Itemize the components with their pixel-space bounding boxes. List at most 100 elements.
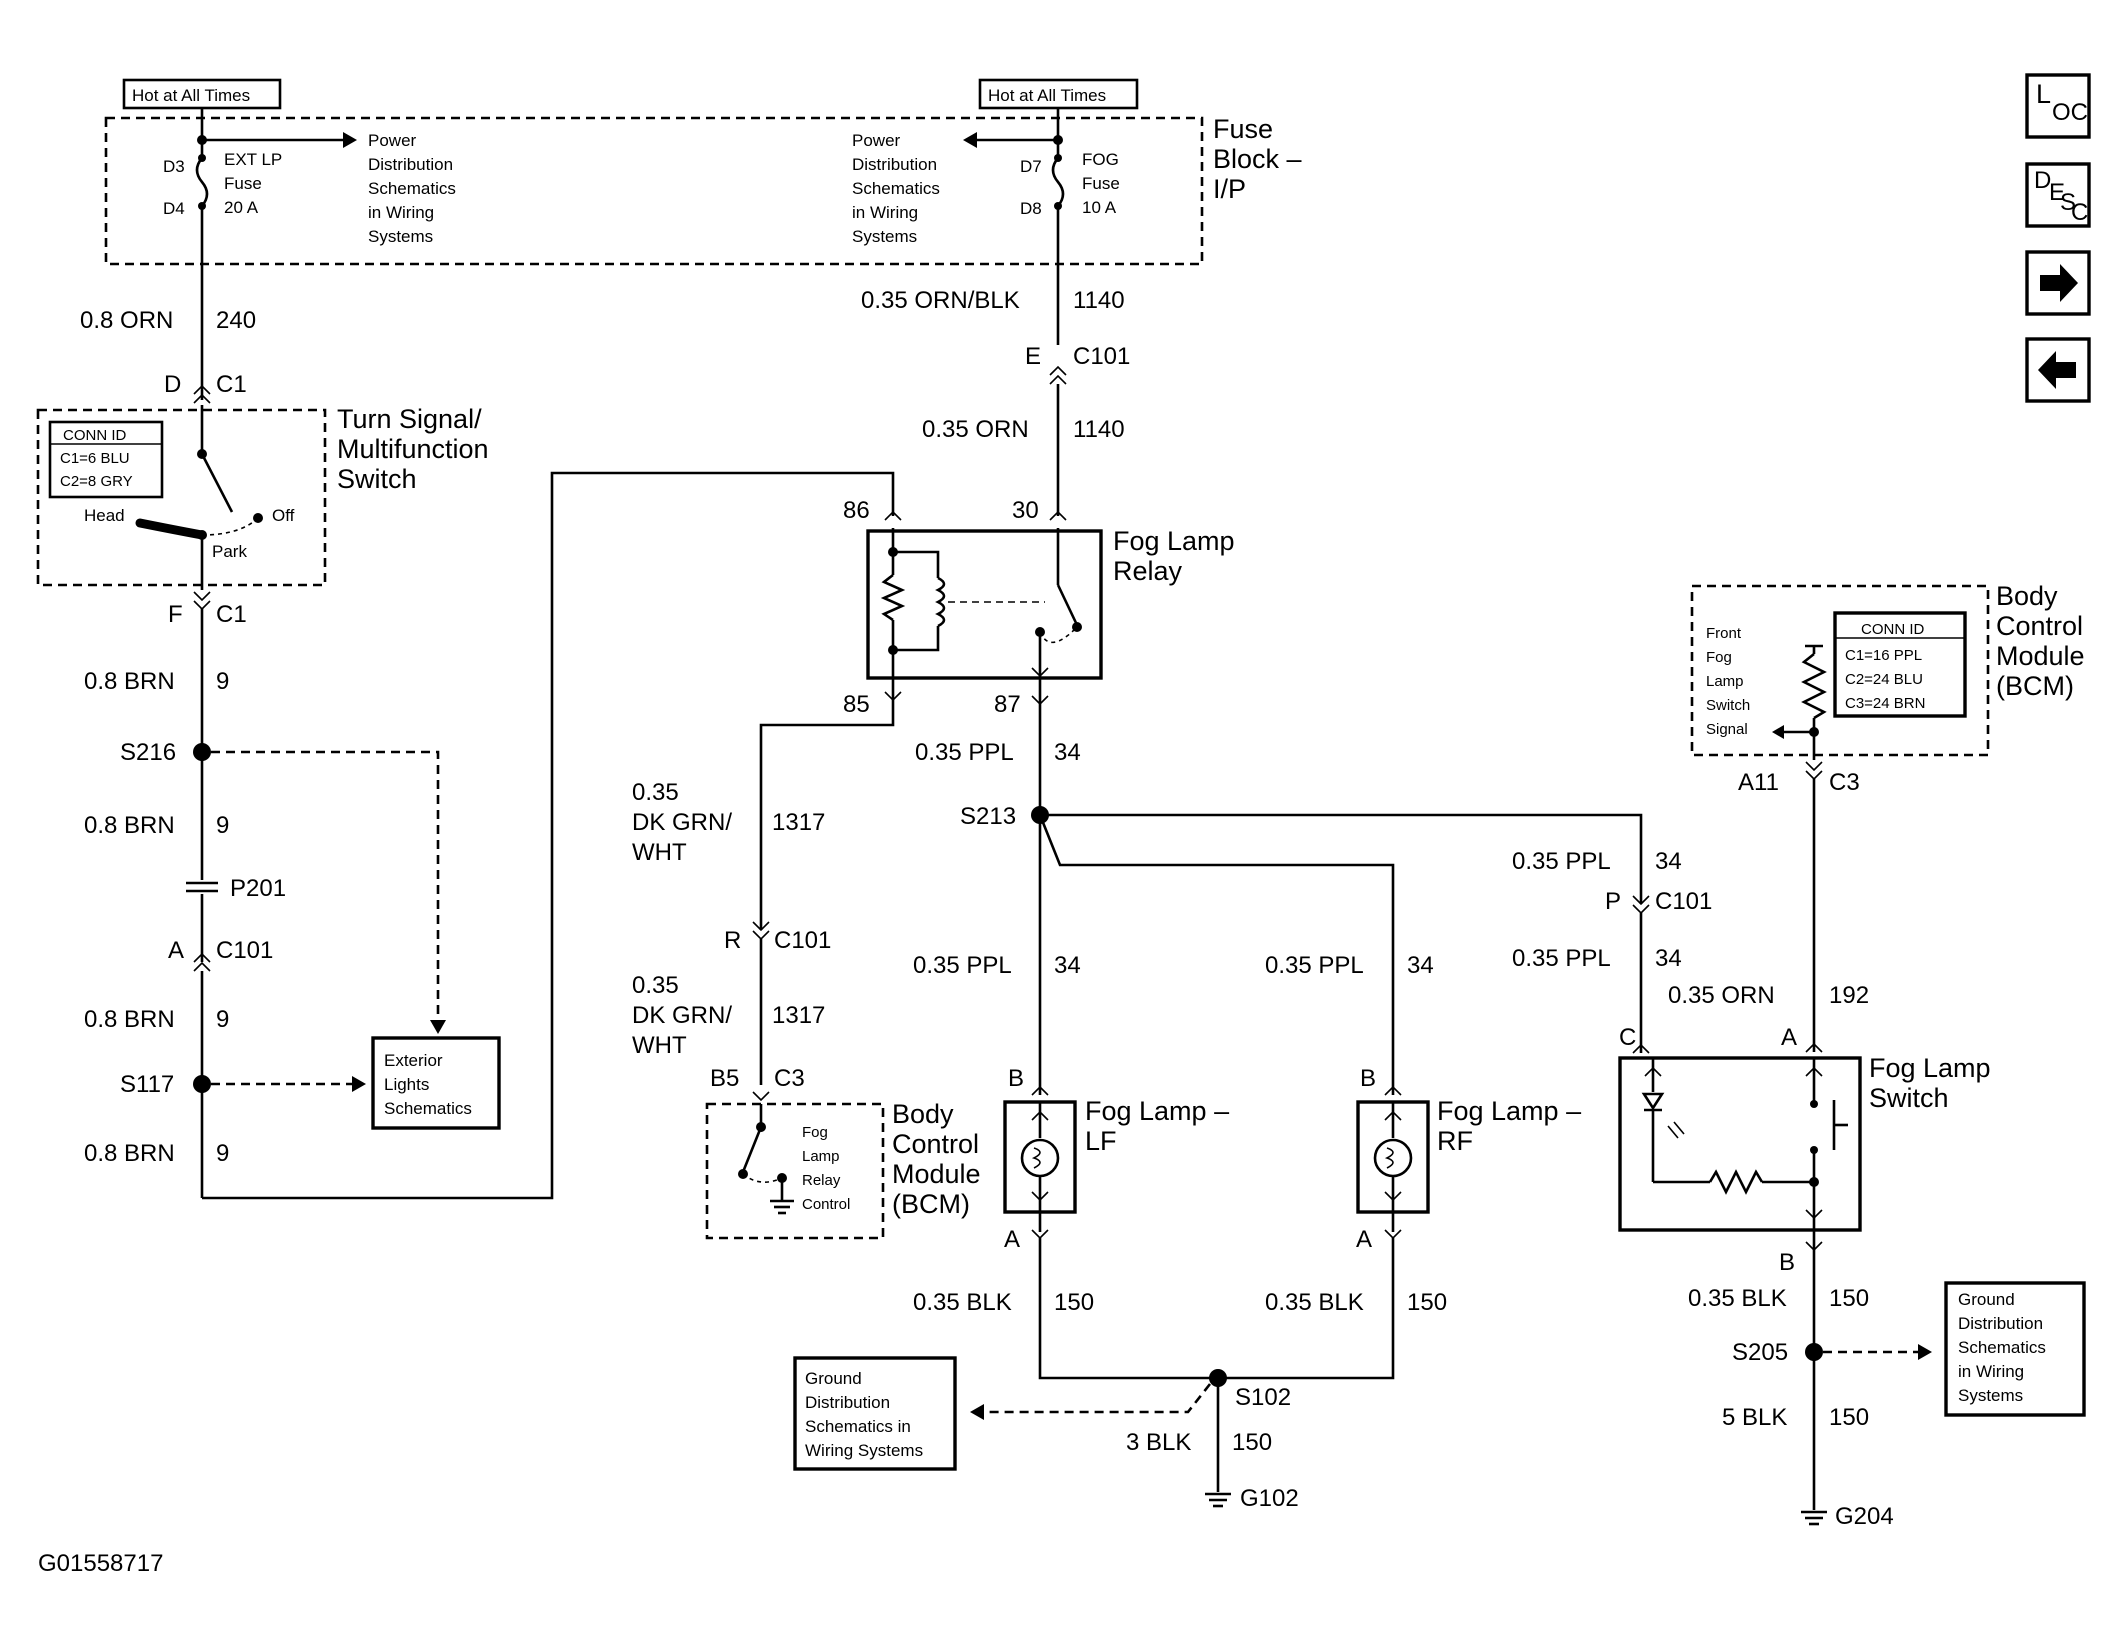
- svg-text:C: C: [1619, 1024, 1636, 1051]
- svg-text:Hot at All Times: Hot at All Times: [988, 86, 1106, 105]
- turn-signal-switch-label: Turn Signal/ Multifunction Switch: [337, 404, 489, 494]
- svg-text:240: 240: [216, 307, 256, 334]
- svg-text:C1: C1: [216, 601, 247, 628]
- svg-text:DK GRN/: DK GRN/: [632, 1002, 732, 1029]
- power-distribution-ref-right: Power Distribution Schematics in Wiring …: [852, 131, 1058, 246]
- svg-text:C1=16 PPL: C1=16 PPL: [1845, 647, 1922, 664]
- svg-text:150: 150: [1232, 1429, 1272, 1456]
- relay-pin-labels: 86 30 85 87: [843, 497, 1039, 718]
- svg-text:Schematics: Schematics: [368, 179, 456, 198]
- wire-34-to-switch: 0.35 PPL 34 0.35 PPL 34: [1040, 813, 1682, 1054]
- svg-text:C2=8 GRY: C2=8 GRY: [60, 473, 133, 490]
- next-button[interactable]: [2025, 250, 2091, 316]
- headlamp-switch-contacts: Head Park Off: [84, 405, 295, 590]
- svg-text:C101: C101: [216, 937, 273, 964]
- svg-text:0.35 PPL: 0.35 PPL: [915, 739, 1014, 766]
- svg-text:0.35 PPL: 0.35 PPL: [1512, 945, 1611, 972]
- bcm-left-outline: [705, 1102, 885, 1240]
- svg-text:D: D: [164, 371, 181, 398]
- svg-text:DK GRN/: DK GRN/: [632, 809, 732, 836]
- fog-lamp-relay-label: Fog Lamp Relay: [1113, 526, 1235, 586]
- svg-text:S213: S213: [960, 803, 1016, 830]
- svg-text:34: 34: [1655, 945, 1682, 972]
- bcm-right-label: Body Control Module (BCM): [1996, 581, 2085, 701]
- svg-text:Switch: Switch: [1869, 1083, 1949, 1113]
- wire-150-to-g102: 3 BLK 150: [1126, 1378, 1272, 1492]
- svg-text:20 A: 20 A: [224, 198, 259, 217]
- desc-e-letter: E: [2049, 179, 2065, 206]
- svg-text:Fog: Fog: [1706, 649, 1732, 666]
- loc-button[interactable]: L OC: [2025, 73, 2091, 139]
- wire-1140-lower: 0.35 ORN 1140: [922, 384, 1125, 521]
- svg-text:D3: D3: [163, 157, 185, 176]
- svg-text:P: P: [1605, 888, 1621, 915]
- svg-text:S205: S205: [1732, 1339, 1788, 1366]
- svg-text:E: E: [1025, 343, 1041, 370]
- svg-text:0.8 BRN: 0.8 BRN: [84, 668, 175, 695]
- connector-a-c101: A C101: [168, 894, 273, 972]
- svg-text:I/P: I/P: [1213, 174, 1246, 204]
- svg-text:Lamp: Lamp: [802, 1148, 840, 1165]
- splice-s213: S213: [960, 803, 1049, 830]
- svg-text:Distribution: Distribution: [1958, 1314, 2043, 1333]
- svg-text:30: 30: [1012, 497, 1039, 524]
- svg-text:Distribution: Distribution: [368, 155, 453, 174]
- prev-button[interactable]: [2025, 337, 2091, 403]
- svg-text:R: R: [724, 927, 741, 954]
- svg-text:Turn Signal/: Turn Signal/: [337, 404, 482, 434]
- svg-text:150: 150: [1829, 1285, 1869, 1312]
- svg-text:WHT: WHT: [632, 839, 687, 866]
- arrow-right-icon: [2040, 264, 2078, 302]
- svg-text:C101: C101: [1655, 888, 1712, 915]
- svg-text:0.8 ORN: 0.8 ORN: [80, 307, 173, 334]
- desc-button[interactable]: D E S C: [2025, 162, 2091, 228]
- svg-text:Distribution: Distribution: [805, 1393, 890, 1412]
- svg-text:9: 9: [216, 668, 229, 695]
- ext-lp-fuse: D3 D4 EXT LP Fuse 20 A: [163, 108, 282, 218]
- bcm-right-internals: Front Fog Lamp Switch Signal: [1706, 625, 1827, 760]
- wire-150-switch: 0.35 BLK 150 5 BLK 150: [1688, 1252, 1869, 1510]
- svg-text:Distribution: Distribution: [852, 155, 937, 174]
- connector-b5-c3: B5 C3: [710, 1065, 805, 1092]
- bcm-left-label: Body Control Module (BCM): [892, 1099, 981, 1219]
- arrow-left-icon: [2038, 351, 2076, 389]
- power-distribution-ref-left: Power Distribution Schematics in Wiring …: [202, 131, 456, 246]
- svg-text:S117: S117: [120, 1071, 174, 1098]
- svg-text:F: F: [168, 601, 183, 628]
- connector-r-c101: R C101: [724, 927, 831, 954]
- svg-text:Control: Control: [892, 1129, 979, 1159]
- figure-id: G01558717: [38, 1550, 163, 1577]
- svg-text:0.35 PPL: 0.35 PPL: [1512, 848, 1611, 875]
- splice-s117: S117: [120, 1071, 211, 1098]
- desc-s-letter: S: [2060, 189, 2076, 216]
- pass-through-p201: P201: [186, 875, 286, 902]
- svg-text:0.35: 0.35: [632, 972, 679, 999]
- svg-text:C1: C1: [216, 371, 247, 398]
- svg-text:Schematics in: Schematics in: [805, 1417, 911, 1436]
- svg-text:EXT LP: EXT LP: [224, 150, 282, 169]
- fog-lamp-relay: [866, 528, 1103, 682]
- svg-text:C101: C101: [1073, 343, 1130, 370]
- svg-text:C101: C101: [774, 927, 831, 954]
- splice-s216: S216: [120, 739, 211, 766]
- svg-text:S216: S216: [120, 739, 176, 766]
- svg-text:0.35 ORN: 0.35 ORN: [1668, 982, 1775, 1009]
- exterior-lights-ref-lines: [211, 750, 446, 1092]
- svg-text:0.35 BLK: 0.35 BLK: [1688, 1285, 1787, 1312]
- svg-text:Off: Off: [272, 506, 295, 525]
- svg-text:1317: 1317: [772, 809, 825, 836]
- svg-text:Body: Body: [892, 1099, 954, 1129]
- desc-d-letter: D: [2034, 167, 2051, 194]
- svg-text:CONN ID: CONN ID: [1861, 621, 1925, 638]
- svg-text:0.35: 0.35: [632, 779, 679, 806]
- svg-text:150: 150: [1407, 1289, 1447, 1316]
- fog-lamp-switch: C A B: [1618, 1024, 1862, 1276]
- svg-text:3 BLK: 3 BLK: [1126, 1429, 1191, 1456]
- svg-text:85: 85: [843, 691, 870, 718]
- wire-1317-label-upper: 0.35 DK GRN/ WHT 1317: [632, 779, 825, 866]
- svg-text:Front: Front: [1706, 625, 1742, 642]
- fog-lamp-rf-label: Fog Lamp – RF: [1437, 1096, 1581, 1156]
- exterior-lights-ref-box: Exterior Lights Schematics: [371, 1036, 501, 1130]
- svg-text:Park: Park: [212, 542, 247, 561]
- svg-text:A: A: [1781, 1024, 1797, 1051]
